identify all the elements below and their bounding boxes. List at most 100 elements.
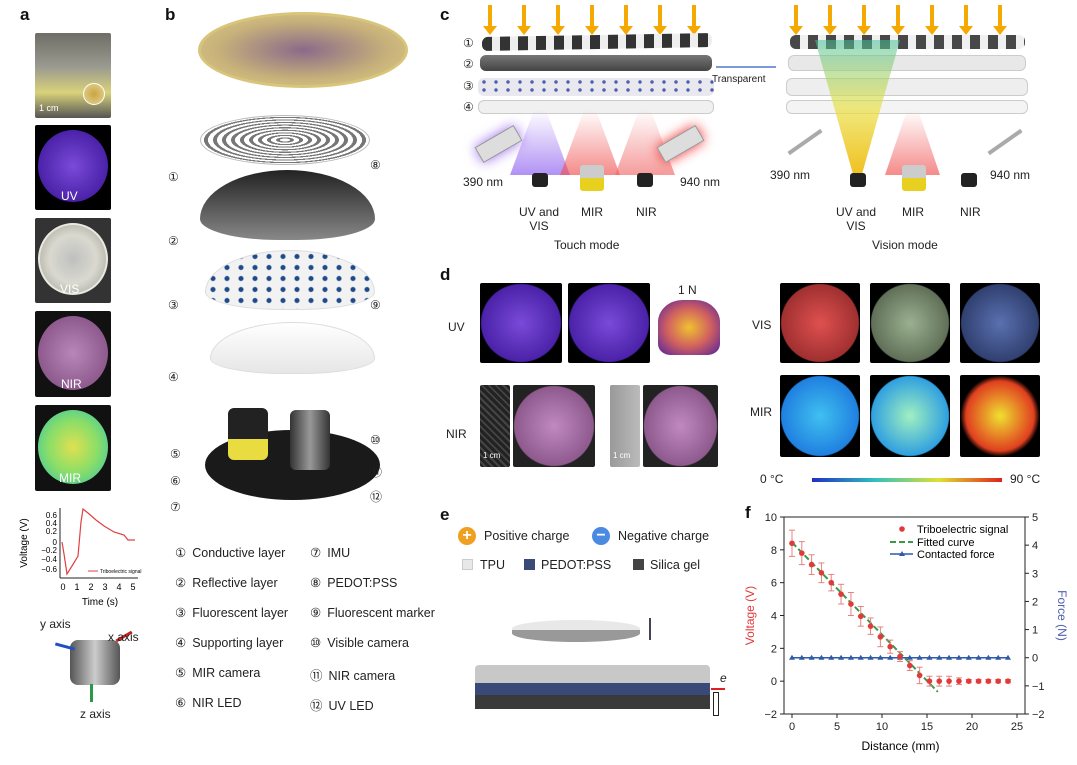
layer-4-label: ④ (463, 100, 474, 114)
y-label: Voltage (V) (19, 518, 30, 567)
vision-cam-nir: NIR (960, 205, 981, 219)
xtick: 3 (102, 582, 107, 592)
mir-label: MIR (59, 471, 81, 485)
force-point (946, 654, 953, 660)
uv-label: UV (61, 189, 78, 203)
y-tick-label: 4 (771, 611, 777, 623)
ytick: −0.4 (41, 555, 57, 564)
nir-texture-2: 1 cm (610, 385, 640, 467)
nir-image: NIR (35, 311, 111, 397)
nir-led-right (656, 124, 705, 164)
panel-label-b: b (165, 5, 176, 24)
x-axis-label: x axis (108, 630, 139, 644)
panel-label-a: a (20, 5, 30, 24)
vision-uv-vis-camera (850, 173, 866, 187)
force-point (936, 654, 943, 660)
triboelectric-point (838, 591, 844, 597)
legend-label: PEDOT:PSS (327, 576, 398, 590)
nir-row-label: NIR (446, 427, 467, 441)
xtick: 1 (74, 582, 79, 592)
force-point (975, 654, 982, 660)
tpu-label: TPU (480, 558, 505, 572)
touch-cam-nir: NIR (636, 205, 657, 219)
triboelectric-point (789, 540, 795, 547)
xtick: 5 (130, 582, 135, 592)
silica-label: Silica gel (650, 558, 701, 572)
nir-camera-c (637, 173, 653, 187)
legend-label: Conductive layer (192, 546, 286, 560)
vision-mir-camera (902, 165, 926, 191)
force-map (658, 300, 720, 355)
z-axis-arrow (90, 684, 93, 702)
force-point (857, 654, 864, 660)
legend-number: ⑥ (175, 696, 187, 710)
light-arrow-icon (483, 5, 497, 35)
voltage-mini-chart: Triboelectric signal 0.6 0.4 0.2 0 −0.2 … (19, 507, 142, 608)
y2-axis-label: Force (N) (1055, 590, 1069, 641)
vision-layer-3 (786, 78, 1028, 96)
y2-tick-label: −1 (1032, 681, 1045, 693)
callout-10: ⑩ (370, 433, 381, 447)
callout-1: ① (168, 170, 179, 184)
layer-2-label: ② (463, 57, 474, 71)
y-tick-label: 2 (771, 643, 777, 655)
layer-4-supporting (210, 322, 375, 374)
vis-image: VIS (35, 218, 111, 303)
ytick: 0.6 (46, 511, 58, 520)
callout-2: ② (168, 234, 179, 248)
uv-image-2 (568, 283, 650, 363)
y2-tick-label: 2 (1032, 596, 1038, 608)
vision-mode-label: Vision mode (872, 238, 938, 252)
legend-label: Supporting layer (192, 636, 284, 650)
y2-tick-label: 0 (1032, 653, 1038, 665)
force-point (916, 654, 923, 660)
vis-row-label: VIS (752, 318, 772, 332)
triboelectric-point (995, 678, 1001, 684)
vision-cam-uv-vis: UV and VIS (836, 205, 877, 233)
sensor-inset (83, 83, 105, 105)
force-point (955, 654, 962, 660)
negative-charge-label: Negative charge (618, 529, 710, 543)
light-arrow-icon (517, 5, 531, 35)
callout-6: ⑥ (170, 474, 181, 488)
xtick: 4 (116, 582, 121, 592)
touch-390nm: 390 nm (463, 175, 504, 189)
scale-label: 1 cm (483, 451, 501, 460)
force-label: 1 N (678, 283, 697, 297)
panel-label-f: f (745, 503, 751, 522)
touch-layer-1 (482, 32, 712, 52)
force-point (877, 654, 884, 660)
panel-label-e: e (440, 505, 450, 524)
callout-4: ④ (168, 370, 179, 384)
triboelectric-point (975, 678, 982, 684)
colorbar-max: 90 °C (1010, 472, 1041, 486)
touch-layer-2 (480, 55, 712, 71)
y2-tick-label: 1 (1032, 625, 1038, 637)
light-arrow-icon (687, 5, 701, 35)
legend-label-force: Contacted force (917, 549, 995, 561)
callout-3: ③ (168, 298, 179, 312)
y-tick-label: 6 (771, 578, 777, 590)
force-point (887, 654, 894, 660)
legend-marker-force (899, 551, 905, 556)
silica-layer (475, 695, 710, 709)
electron-label: e (720, 671, 727, 685)
scale-label: 1 cm (613, 451, 631, 460)
colorbar-min: 0 °C (760, 472, 784, 486)
force-point (789, 654, 795, 660)
legend-label: NIR camera (328, 669, 396, 683)
triboelectric-point (907, 662, 913, 669)
uv-vis-camera (532, 173, 548, 187)
vision-nir-camera (961, 173, 977, 187)
resistor-ground-icon (713, 692, 719, 716)
x-tick-label: 5 (834, 721, 840, 733)
force-point (798, 654, 805, 660)
tpu-swatch (462, 559, 473, 570)
mir-camera-c (580, 165, 604, 191)
force-point (818, 654, 825, 660)
